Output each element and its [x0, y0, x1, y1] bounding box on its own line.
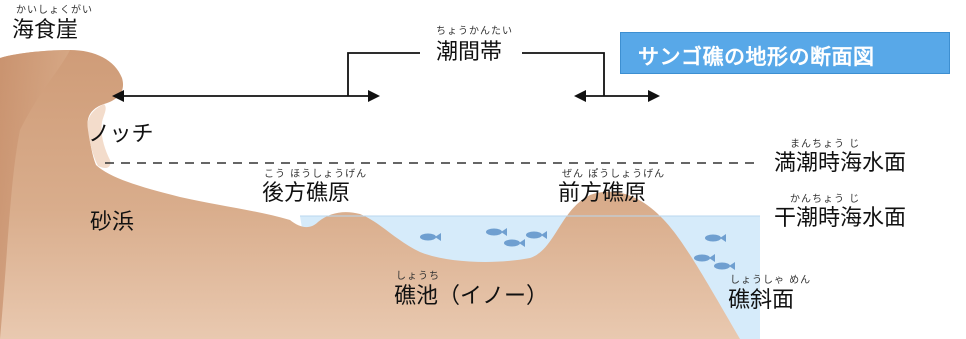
sea-cliff-ruby: かいしょくがい: [16, 5, 93, 16]
low-tide-ruby: かんちょう じ: [790, 194, 861, 205]
reef-slope-label: 礁斜面: [728, 288, 795, 313]
notch-label: ノッチ: [88, 122, 154, 147]
lagoon-label: 礁池（イノー）: [394, 284, 549, 309]
fish-icon: [420, 233, 441, 241]
high-tide-ruby: まんちょう じ: [790, 139, 861, 150]
fore-reef-label: 前方礁原: [558, 181, 647, 206]
fish-icon: [504, 239, 525, 247]
lagoon-ruby: しょうち: [396, 271, 440, 282]
fish-icon: [526, 231, 547, 239]
back-reef-label: 後方礁原: [262, 181, 351, 206]
intertidal-label: 潮間帯: [436, 40, 503, 65]
back-reef-ruby: こう ほうしょうげん: [264, 169, 368, 180]
fish-icon: [705, 234, 726, 242]
sea-cliff-label: 海食崖: [12, 18, 79, 43]
beach-label: 砂浜: [90, 210, 135, 235]
fish-icon: [714, 262, 735, 270]
high-tide-label: 満潮時海水面: [774, 151, 907, 176]
diagram-title: サンゴ礁の地形の断面図: [638, 45, 875, 69]
fish-icon: [486, 228, 507, 236]
intertidal-ruby: ちょうかんたい: [436, 26, 513, 37]
intertidal-bracket: [347, 52, 605, 96]
title-box: [620, 32, 950, 74]
notch-highlight: [87, 104, 111, 168]
land-profile: [0, 50, 740, 339]
intertidal-arrow-left: [112, 90, 380, 102]
fish-icon: [694, 254, 715, 262]
intertidal-arrow-right: [574, 90, 660, 102]
low-tide-label: 干潮時海水面: [774, 206, 907, 231]
fore-reef-ruby: ぜん ぽうしょうげん: [562, 169, 666, 180]
reef-slope-ruby: しょうしゃ めん: [730, 275, 812, 286]
cliff-shading: [0, 50, 70, 339]
fish-school: [420, 228, 735, 270]
